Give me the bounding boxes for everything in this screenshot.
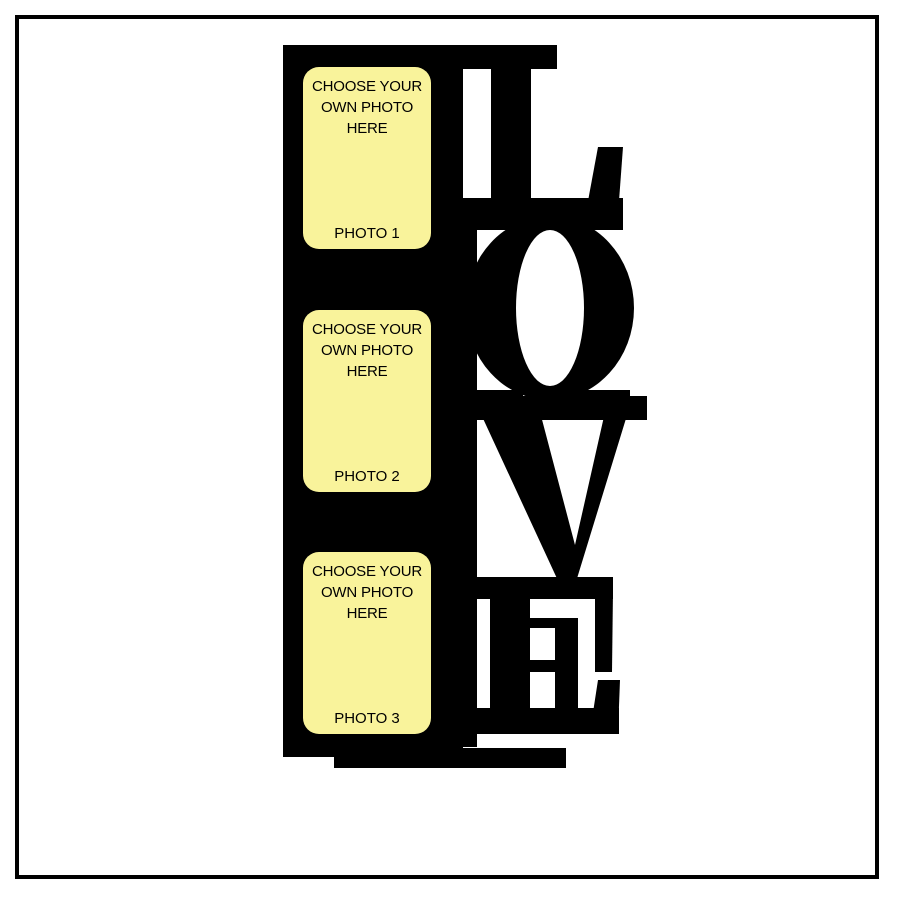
photo-slot-3[interactable]: CHOOSE YOUR OWN PHOTO HERE PHOTO 3 [303, 552, 431, 734]
letter-e [463, 577, 620, 747]
letter-o [463, 216, 634, 400]
letter-l [463, 45, 623, 230]
letter-v [463, 396, 647, 596]
photo-slot-prompt: CHOOSE YOUR OWN PHOTO HERE [311, 321, 423, 380]
outer-frame-border [15, 15, 879, 879]
stand-base [334, 748, 566, 768]
photo-slot-caption: PHOTO 3 [334, 710, 400, 727]
photo-slot-2[interactable]: CHOOSE YOUR OWN PHOTO HERE PHOTO 2 [303, 310, 431, 492]
photo-slot-prompt: CHOOSE YOUR OWN PHOTO HERE [311, 563, 423, 622]
photo-slot-caption: PHOTO 2 [334, 468, 400, 485]
photo-slot-1[interactable]: CHOOSE YOUR OWN PHOTO HERE PHOTO 1 [303, 67, 431, 249]
photo-slot-caption: PHOTO 1 [334, 225, 400, 242]
photo-slot-prompt: CHOOSE YOUR OWN PHOTO HERE [311, 78, 423, 137]
